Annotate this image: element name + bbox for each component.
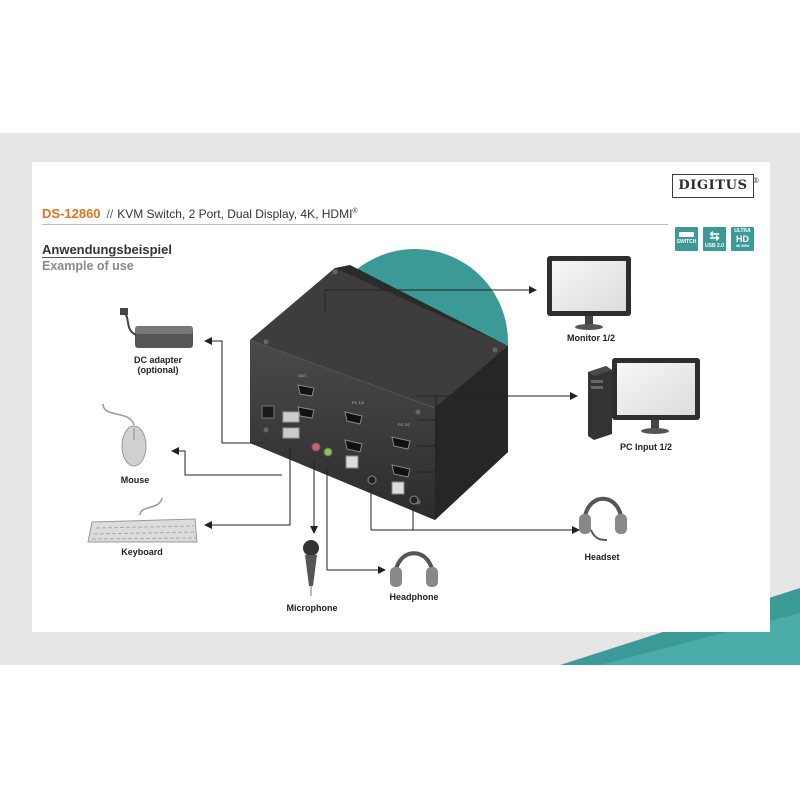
headset-label: Headset [584,552,620,562]
model-number: DS-12860 [42,206,101,221]
mouse-icon [102,403,147,467]
mouse-label: Mouse [120,475,150,485]
keyboard-label: Keyboard [121,547,163,557]
headphone-label: Headphone [389,592,439,602]
header-rule [42,224,668,225]
port-label-out: OUT [298,373,307,378]
usb-badge: ⇆ USB 2.0 [703,227,726,251]
microphone-label: Microphone [286,603,338,613]
pc-tower-icon [588,358,700,440]
section-title: Anwendungsbeispiel [42,242,173,257]
usb-icon: ⇆ [709,229,720,243]
port-label-pc1: PC 1/2 [352,400,365,405]
headphone-icon [390,551,438,587]
monitor-icon [547,256,631,330]
section-subtitle: Example of use [42,259,134,273]
section-title-underline [42,257,164,258]
switch-icon [679,232,694,237]
keyboard-icon [87,497,198,543]
dc-adapter-label: DC adapter (optional) [133,355,182,375]
ultra-hd-badge: ULTRA HD 4K 30Hz [731,227,754,251]
monitor-label: Monitor 1/2 [566,333,615,343]
product-headline: DS-12860 //KVM Switch, 2 Port, Dual Displ… [42,206,358,221]
microphone-icon [303,540,319,596]
product-title: KVM Switch, 2 Port, Dual Display, 4K, HD… [117,207,353,221]
connection-lines [171,286,580,574]
kvm-switch-icon [249,265,508,520]
switch-badge: SWITCH [675,227,698,251]
headset-icon [579,496,627,541]
digitus-logo: DIGITUS® [672,174,759,198]
pc-input-label: PC Input 1/2 [619,442,672,452]
port-label-pc2: PC 2/2 [398,422,411,427]
headline-separator: // [106,207,114,221]
dc-adapter-icon [120,308,193,348]
